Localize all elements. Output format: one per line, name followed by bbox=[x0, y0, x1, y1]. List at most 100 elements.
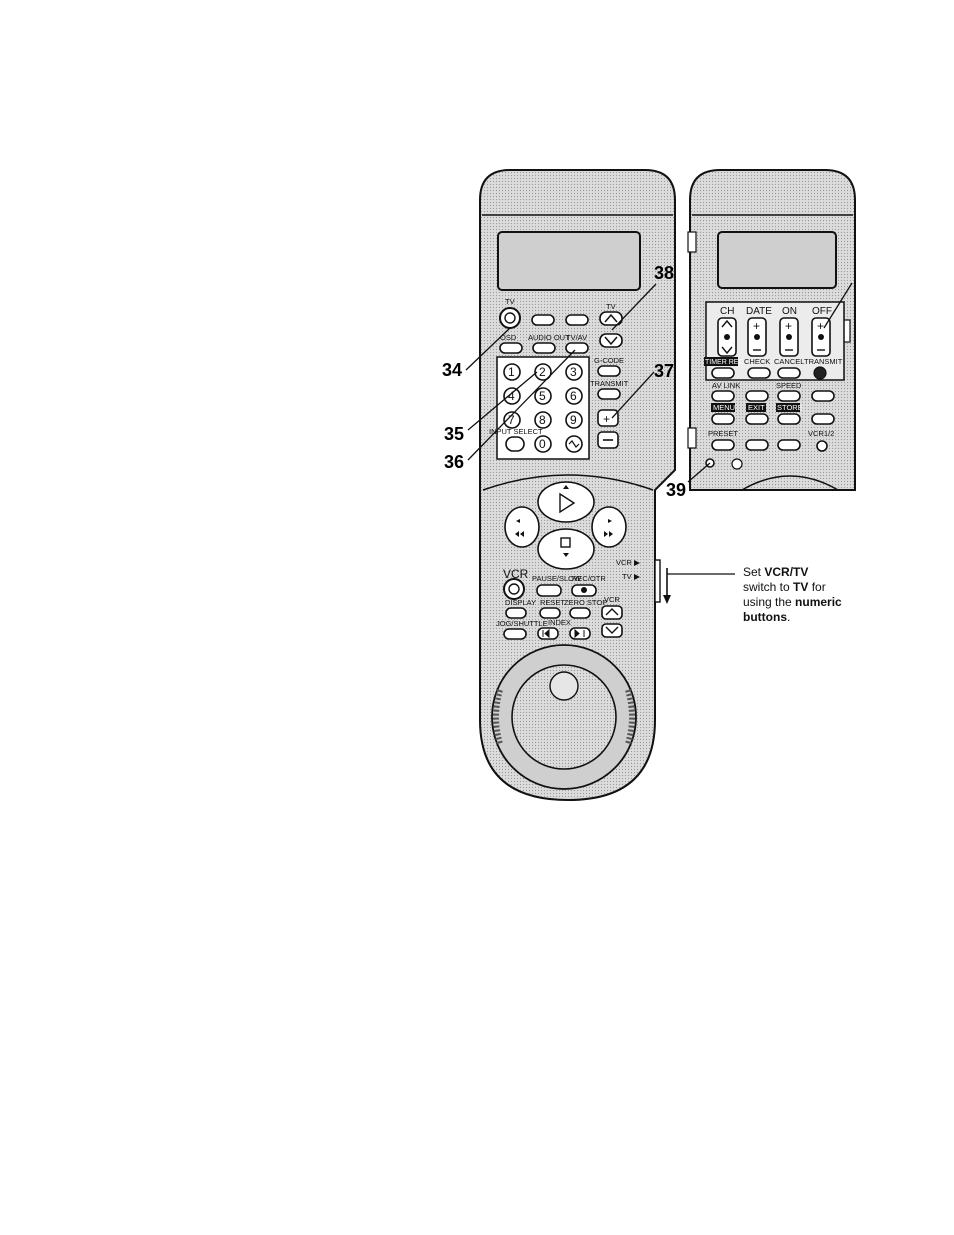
on-plus-icon: + bbox=[785, 319, 792, 333]
tv-av-label: TV/AV bbox=[566, 333, 587, 342]
open-remote: CH DATE ON OFF + + + TIMER REC CHECK CAN… bbox=[687, 169, 856, 491]
back-transmit-button[interactable] bbox=[813, 366, 827, 380]
av-link-button[interactable] bbox=[711, 390, 735, 402]
front-lcd bbox=[497, 231, 641, 291]
tv-label: TV bbox=[505, 297, 515, 306]
g-code-button[interactable] bbox=[597, 365, 621, 377]
zero-stop-label: ZERO STOP bbox=[564, 598, 607, 607]
back-button-2[interactable] bbox=[745, 390, 769, 402]
callouts: 34 35 36 37 38 39 bbox=[442, 263, 853, 604]
callout-37: 37 bbox=[654, 361, 674, 381]
play-button[interactable] bbox=[537, 481, 595, 523]
back-button-10[interactable] bbox=[745, 439, 769, 451]
back-button-9[interactable] bbox=[711, 439, 735, 451]
rewind-button[interactable] bbox=[504, 506, 540, 548]
vcr-power-button[interactable] bbox=[503, 578, 525, 600]
audio-out-button[interactable] bbox=[532, 342, 556, 354]
vcr-channel-up-button[interactable] bbox=[601, 605, 623, 620]
menu-badge bbox=[711, 403, 735, 412]
menu-button[interactable] bbox=[711, 413, 735, 425]
vcr-power-icon bbox=[508, 583, 520, 595]
key-1[interactable] bbox=[503, 363, 521, 381]
pause-slow-button[interactable] bbox=[536, 584, 562, 597]
index-label: INDEX bbox=[548, 618, 571, 627]
leader-39 bbox=[687, 462, 711, 483]
front-button-b[interactable] bbox=[565, 314, 589, 326]
key-2[interactable] bbox=[534, 363, 552, 381]
osd-button[interactable] bbox=[499, 342, 523, 354]
cancel-button[interactable] bbox=[777, 367, 801, 379]
ch-down-icon bbox=[721, 346, 733, 355]
g-code-label: G-CODE bbox=[594, 356, 624, 365]
zero-stop-button[interactable] bbox=[569, 607, 591, 619]
key-7[interactable] bbox=[503, 411, 521, 429]
key-0[interactable] bbox=[534, 435, 552, 453]
transmit-label: TRANSMIT bbox=[590, 379, 629, 388]
key-8-label: 8 bbox=[539, 413, 546, 427]
store-label: STORE bbox=[777, 403, 803, 412]
timer-rec-label: TIMER REC bbox=[705, 359, 744, 366]
numeric-keypad: 1 2 3 4 5 6 7 8 9 0 bbox=[503, 363, 583, 453]
power-icon bbox=[504, 312, 516, 324]
dial-right-arc bbox=[625, 689, 635, 745]
vcr-channel-down-button[interactable] bbox=[601, 623, 623, 638]
rewind-icon bbox=[515, 531, 524, 537]
tv-av-button[interactable] bbox=[565, 342, 589, 354]
right-arrow-icon bbox=[608, 519, 612, 523]
date-plus-icon: + bbox=[753, 319, 760, 333]
vcr-tv-switch[interactable] bbox=[654, 559, 661, 603]
front-remote: TV TV OSD AUDIO OUT TV/AV G-CODE TRANSMI… bbox=[479, 169, 676, 802]
fast-forward-button[interactable] bbox=[591, 506, 627, 548]
note-text: switch to bbox=[743, 580, 794, 594]
key-6[interactable] bbox=[565, 387, 583, 405]
timer-rec-badge bbox=[704, 357, 738, 366]
key-3[interactable] bbox=[565, 363, 583, 381]
jog-dial[interactable] bbox=[511, 664, 617, 770]
note-bold: numeric bbox=[795, 595, 842, 609]
stop-button[interactable] bbox=[537, 528, 595, 570]
display-label: DISPLAY bbox=[505, 598, 536, 607]
display-button[interactable] bbox=[505, 607, 527, 619]
key-4[interactable] bbox=[503, 387, 521, 405]
up-arrow-icon bbox=[563, 485, 569, 489]
back-button-11[interactable] bbox=[777, 439, 801, 451]
input-select-button[interactable] bbox=[505, 436, 525, 452]
reset-button[interactable] bbox=[539, 607, 561, 619]
speed-button[interactable] bbox=[777, 390, 801, 402]
back-button-8[interactable] bbox=[811, 413, 835, 425]
menu-label: MENU bbox=[713, 403, 735, 412]
transmit-button[interactable] bbox=[597, 388, 621, 400]
check-button[interactable] bbox=[747, 367, 771, 379]
key-7-label: 7 bbox=[508, 413, 515, 427]
tv-power-button[interactable] bbox=[499, 307, 521, 329]
store-button[interactable] bbox=[777, 413, 801, 425]
key-8[interactable] bbox=[534, 411, 552, 429]
jog-shuttle-button[interactable] bbox=[503, 628, 527, 640]
key-9[interactable] bbox=[565, 411, 583, 429]
ch-label: CH bbox=[720, 306, 734, 317]
switch-vcr-arrow bbox=[634, 560, 640, 566]
key-2-label: 2 bbox=[539, 365, 546, 379]
exit-button[interactable] bbox=[745, 413, 769, 425]
timer-rec-button[interactable] bbox=[711, 367, 735, 379]
back-button-4[interactable] bbox=[811, 390, 835, 402]
ch-led bbox=[724, 334, 730, 340]
vcr12-button[interactable] bbox=[816, 440, 828, 452]
back-dial-top bbox=[741, 475, 839, 491]
on-led bbox=[786, 334, 792, 340]
screw-icon bbox=[731, 458, 743, 470]
callout-34: 34 bbox=[442, 360, 462, 380]
index-forward-button[interactable] bbox=[569, 627, 591, 640]
volume-up-button[interactable] bbox=[597, 409, 619, 427]
front-button-a[interactable] bbox=[531, 314, 555, 326]
off-plus-icon: + bbox=[817, 319, 824, 333]
transport-divider bbox=[482, 474, 654, 491]
cancel-label: CANCEL bbox=[774, 357, 804, 366]
jog-dial-knob bbox=[549, 671, 579, 701]
date-label: DATE bbox=[746, 306, 772, 317]
ch-up-icon bbox=[721, 319, 733, 328]
off-led bbox=[818, 334, 824, 340]
av-link-label: AV LINK bbox=[712, 381, 740, 390]
key-5[interactable] bbox=[534, 387, 552, 405]
